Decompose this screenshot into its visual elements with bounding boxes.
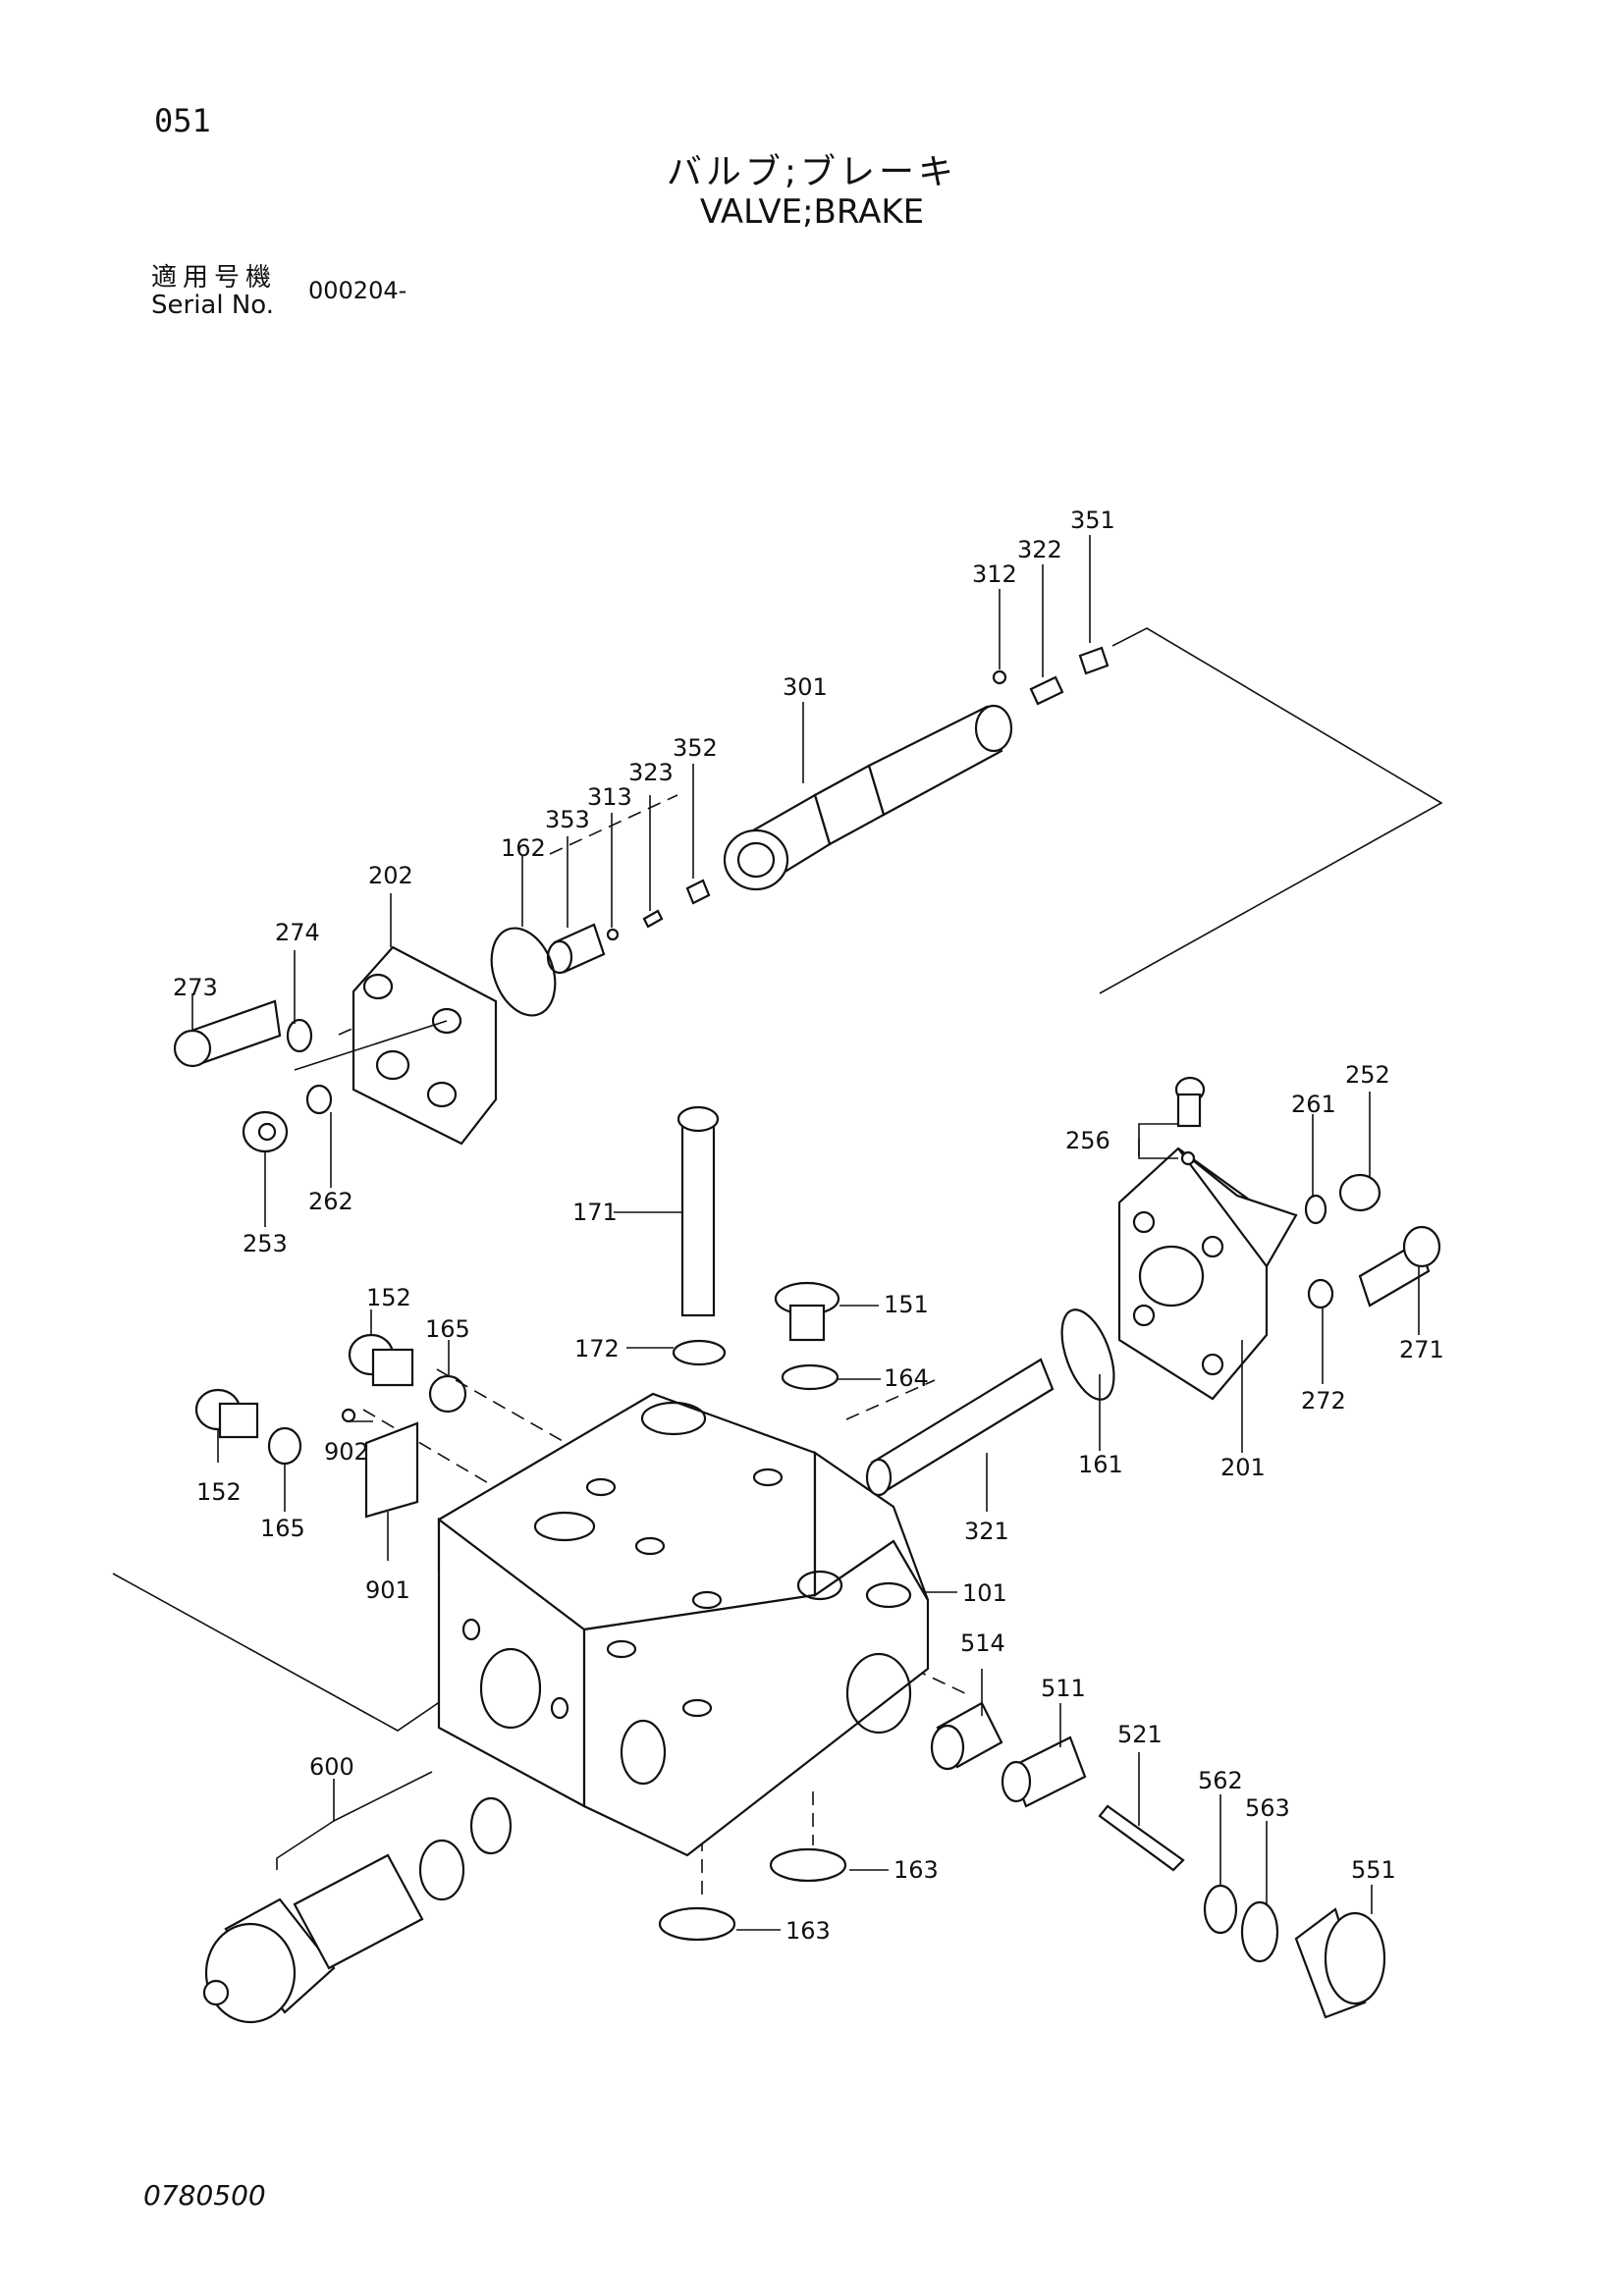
title-english: VALVE;BRAKE xyxy=(699,192,925,232)
washer-272 xyxy=(1307,1278,1334,1309)
o-ring-161 xyxy=(1060,1308,1115,1401)
pin-323 xyxy=(642,909,664,929)
callout-152-lower: 152 xyxy=(196,1478,242,1506)
bolt-273 xyxy=(173,999,282,1068)
ball-313 xyxy=(606,928,620,941)
plug-351 xyxy=(1078,646,1110,675)
callout-313: 313 xyxy=(587,783,632,811)
callout-301: 301 xyxy=(783,673,828,701)
o-ring-162 xyxy=(490,927,557,1017)
callout-321: 321 xyxy=(964,1518,1009,1545)
o-ring-164 xyxy=(781,1363,839,1391)
relief-valve-600 xyxy=(202,1853,424,2024)
valve-body-101 xyxy=(437,1392,930,1857)
callout-272: 272 xyxy=(1301,1387,1346,1415)
spring-321 xyxy=(865,1358,1055,1497)
bolt-271 xyxy=(1358,1225,1441,1308)
callout-201: 201 xyxy=(1220,1454,1266,1481)
bolt-171 xyxy=(677,1105,720,1317)
callout-902: 902 xyxy=(324,1438,369,1466)
ball-312 xyxy=(992,669,1007,685)
callout-562: 562 xyxy=(1198,1767,1243,1794)
leader-lines xyxy=(191,535,1420,1931)
document-code: 0780500 xyxy=(143,2179,266,2212)
callout-164: 164 xyxy=(884,1364,929,1392)
callout-353: 353 xyxy=(545,806,590,833)
o-ring-600-b xyxy=(469,1796,513,1855)
callout-563: 563 xyxy=(1245,1794,1290,1822)
cover-201 xyxy=(1117,1147,1298,1401)
spool-301 xyxy=(723,704,1013,891)
o-ring-562 xyxy=(1203,1884,1238,1935)
plug-253 xyxy=(242,1110,289,1153)
callout-274: 274 xyxy=(275,919,320,946)
fitting-256 xyxy=(1174,1076,1206,1166)
callout-514: 514 xyxy=(960,1629,1005,1657)
callout-165-upper: 165 xyxy=(425,1315,470,1343)
callout-352: 352 xyxy=(673,734,718,762)
callout-600: 600 xyxy=(309,1753,354,1781)
plug-152-upper xyxy=(348,1333,414,1387)
callout-511: 511 xyxy=(1041,1675,1086,1702)
serial-label-japanese: 適用号機 xyxy=(151,263,278,293)
callout-172: 172 xyxy=(574,1335,620,1362)
callout-151: 151 xyxy=(884,1291,929,1318)
callout-323: 323 xyxy=(628,759,674,786)
plug-151 xyxy=(774,1281,840,1342)
washer-274 xyxy=(286,1018,313,1053)
spring-521 xyxy=(1098,1804,1185,1872)
plug-352 xyxy=(685,879,711,905)
o-ring-600-a xyxy=(418,1839,465,1901)
poppet-511 xyxy=(1001,1735,1087,1808)
callout-labels: 351 322 312 301 352 323 313 353 162 202 … xyxy=(173,507,1444,1945)
o-ring-163-b xyxy=(658,1906,736,1942)
washer-172 xyxy=(672,1339,727,1366)
callout-322: 322 xyxy=(1017,536,1062,563)
o-ring-163-a xyxy=(769,1847,847,1883)
callout-312: 312 xyxy=(972,561,1017,588)
callout-252: 252 xyxy=(1345,1061,1390,1089)
serial-label-english: Serial No. xyxy=(151,291,274,320)
o-ring-261 xyxy=(1304,1194,1327,1225)
serial-value: 000204- xyxy=(308,277,407,304)
o-ring-262 xyxy=(305,1084,333,1115)
callout-351: 351 xyxy=(1070,507,1115,534)
rivet-902 xyxy=(341,1408,356,1423)
callout-165-lower: 165 xyxy=(260,1515,305,1542)
plug-551 xyxy=(1294,1907,1386,2019)
callout-163-upper: 163 xyxy=(893,1856,939,1884)
callout-163-lower: 163 xyxy=(785,1917,831,1945)
set-screw-322 xyxy=(1029,675,1064,706)
callout-161: 161 xyxy=(1078,1451,1123,1478)
callout-261: 261 xyxy=(1291,1091,1336,1118)
callout-171: 171 xyxy=(572,1199,618,1226)
sleeve-514 xyxy=(930,1701,1003,1771)
callout-262: 262 xyxy=(308,1188,353,1215)
callout-256: 256 xyxy=(1065,1127,1110,1154)
plug-353 xyxy=(546,923,606,975)
callout-901: 901 xyxy=(365,1576,410,1604)
callout-551: 551 xyxy=(1351,1856,1396,1884)
callout-202: 202 xyxy=(368,862,413,889)
callout-101: 101 xyxy=(962,1579,1007,1607)
callout-253: 253 xyxy=(243,1230,288,1257)
plate-901 xyxy=(364,1421,419,1519)
cover-202 xyxy=(294,945,498,1146)
plug-252 xyxy=(1338,1173,1381,1212)
callout-521: 521 xyxy=(1117,1721,1163,1748)
plug-152-lower xyxy=(194,1388,259,1439)
callout-162: 162 xyxy=(501,834,546,862)
page-number: 051 xyxy=(154,102,211,139)
callout-271: 271 xyxy=(1399,1336,1444,1363)
o-ring-563 xyxy=(1240,1900,1279,1963)
o-ring-165-lower xyxy=(267,1426,302,1466)
callout-152-upper: 152 xyxy=(366,1284,411,1311)
o-ring-165-upper xyxy=(428,1374,467,1414)
callout-273: 273 xyxy=(173,974,218,1001)
title-japanese: バルブ;ブレーキ xyxy=(666,152,958,192)
